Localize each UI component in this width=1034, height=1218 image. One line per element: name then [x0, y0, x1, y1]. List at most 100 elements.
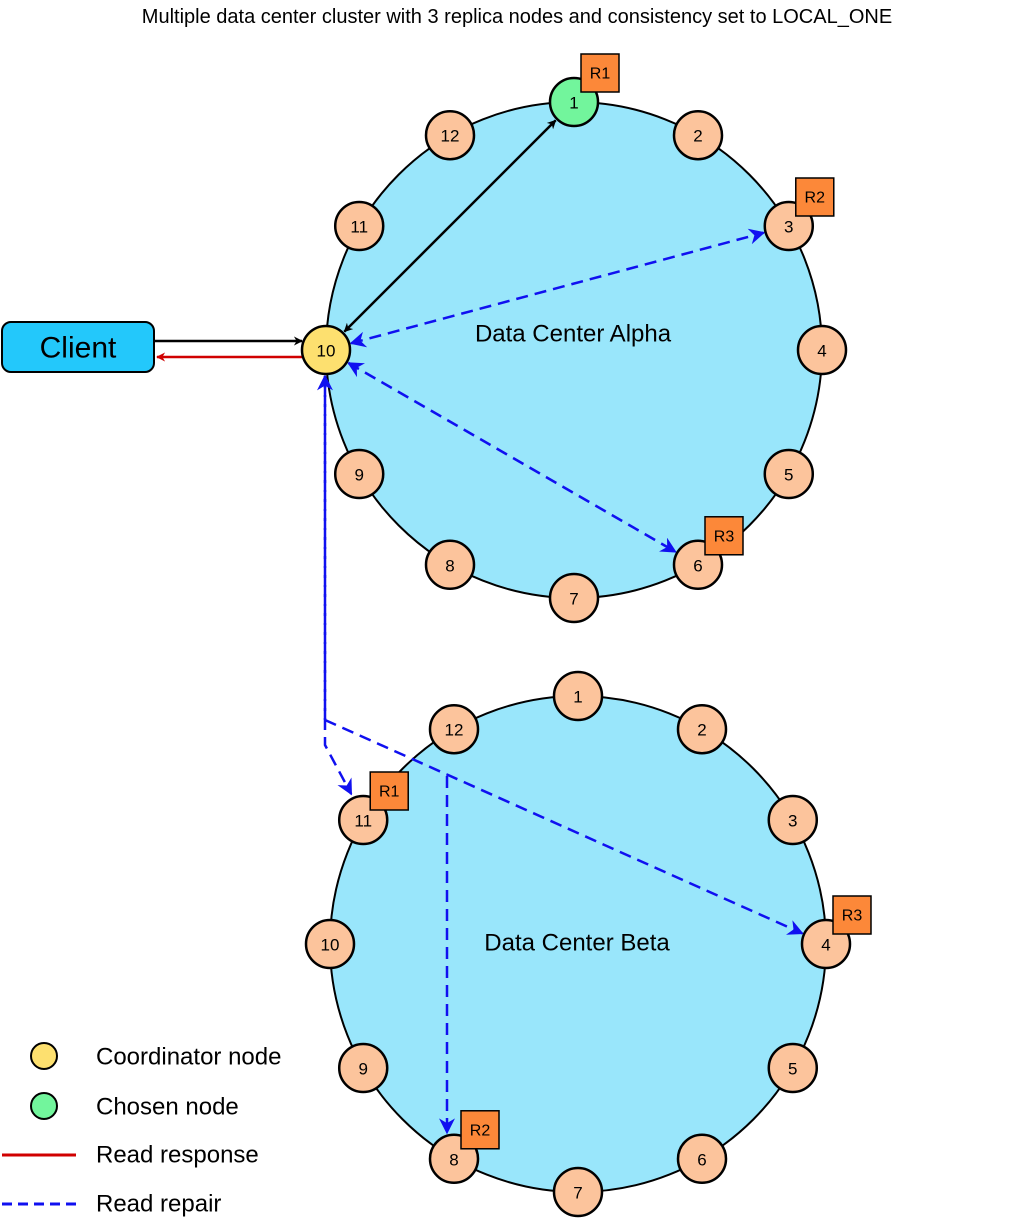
- legend-item-coordinator: Coordinator node: [30, 1042, 281, 1071]
- node-beta-3[interactable]: 3: [767, 794, 819, 846]
- replica-tag-box: [369, 771, 409, 811]
- node-circle: [333, 200, 385, 252]
- node-label: 11: [354, 812, 372, 831]
- node-alpha-5[interactable]: 5: [763, 448, 815, 500]
- client-box[interactable]: Client: [1, 321, 155, 373]
- replica-tag-alpha-r3: R3: [704, 516, 744, 556]
- flow-alpha-10-to-alpha-6: [347, 361, 677, 553]
- legend-item-read-repair: Read repair: [2, 1191, 221, 1218]
- node-label: 10: [317, 342, 336, 361]
- node-label: 4: [817, 342, 826, 361]
- nodes-layer: 123456789101112R1R2R3123456789101112R1R2…: [300, 53, 872, 1218]
- node-beta-6[interactable]: 6: [676, 1133, 728, 1185]
- legend: Coordinator node Chosen node Read respon…: [2, 1042, 281, 1218]
- node-beta-5[interactable]: 5: [767, 1042, 819, 1094]
- node-circle: [333, 448, 385, 500]
- node-beta-10[interactable]: 10: [304, 918, 356, 970]
- node-label: 6: [697, 1150, 706, 1169]
- node-label: 3: [788, 812, 797, 831]
- node-circle: [552, 670, 604, 722]
- client-label: Client: [40, 332, 117, 365]
- node-label: 7: [569, 590, 578, 609]
- node-beta-1[interactable]: 1: [552, 670, 604, 722]
- rings-layer: [325, 101, 827, 1193]
- node-beta-12[interactable]: 12: [428, 703, 480, 755]
- replica-tag-box: [795, 177, 835, 217]
- legend-item-read-response: Read response: [2, 1142, 259, 1169]
- replica-tag-alpha-r2: R2: [795, 177, 835, 217]
- replica-tag-beta-r2: R2: [460, 1110, 500, 1150]
- replica-tag-alpha-r1: R1: [580, 53, 620, 93]
- node-label: 11: [350, 218, 368, 237]
- replica-tag-box: [704, 516, 744, 556]
- replica-tag-box: [832, 895, 872, 935]
- replica-tag-label: R1: [379, 784, 400, 801]
- node-alpha-10[interactable]: 10: [300, 324, 352, 376]
- node-alpha-9[interactable]: 9: [333, 448, 385, 500]
- node-label: 8: [445, 556, 454, 575]
- node-label: 1: [569, 94, 578, 113]
- node-alpha-4[interactable]: 4: [796, 324, 848, 376]
- replica-tag-beta-r3: R3: [832, 895, 872, 935]
- legend-label: Coordinator node: [96, 1044, 281, 1071]
- node-alpha-7[interactable]: 7: [548, 572, 600, 624]
- legend-item-chosen: Chosen node: [30, 1092, 239, 1121]
- legend-label: Read response: [96, 1142, 259, 1169]
- node-circle: [676, 703, 728, 755]
- flow-alpha-10-to-beta-4: [324, 718, 804, 935]
- node-alpha-8[interactable]: 8: [424, 539, 476, 591]
- node-circle: [767, 1042, 819, 1094]
- node-circle: [763, 448, 815, 500]
- node-label: 6: [693, 556, 702, 575]
- node-circle: [424, 109, 476, 161]
- node-alpha-12[interactable]: 12: [424, 109, 476, 161]
- flows-layer: [155, 119, 804, 1135]
- node-label: 4: [821, 936, 830, 955]
- node-circle: [304, 918, 356, 970]
- dc-alpha-label: Data Center Alpha: [475, 321, 672, 348]
- legend-label: Read repair: [96, 1191, 221, 1218]
- replica-tag-label: R2: [470, 1122, 491, 1139]
- node-circle: [552, 1166, 604, 1218]
- diagram-title: Multiple data center cluster with 3 repl…: [141, 6, 893, 28]
- legend-label: Chosen node: [96, 1094, 239, 1121]
- node-label: 9: [354, 466, 363, 485]
- replica-tag-label: R2: [805, 190, 826, 207]
- node-circle: [548, 572, 600, 624]
- coordinator-swatch-icon: [30, 1042, 58, 1070]
- replica-tag-label: R3: [842, 908, 863, 925]
- node-beta-2[interactable]: 2: [676, 703, 728, 755]
- node-circle: [300, 324, 352, 376]
- node-label: 1: [573, 688, 582, 707]
- node-beta-7[interactable]: 7: [552, 1166, 604, 1218]
- node-label: 12: [445, 721, 464, 740]
- node-label: 2: [693, 127, 702, 146]
- node-label: 5: [788, 1060, 797, 1079]
- replica-tag-box: [460, 1110, 500, 1150]
- node-beta-9[interactable]: 9: [337, 1042, 389, 1094]
- node-circle: [767, 794, 819, 846]
- replica-tag-label: R1: [590, 66, 611, 83]
- chosen-swatch-icon: [30, 1092, 58, 1120]
- dc-beta-label: Data Center Beta: [484, 930, 670, 957]
- node-label: 7: [573, 1184, 582, 1203]
- replica-tag-box: [580, 53, 620, 93]
- node-alpha-11[interactable]: 11: [333, 200, 385, 252]
- node-circle: [424, 539, 476, 591]
- node-circle: [672, 109, 724, 161]
- flow-alpha-10-to-alpha-3: [349, 228, 766, 348]
- ring-alpha: [325, 101, 823, 599]
- node-circle: [428, 703, 480, 755]
- node-label: 12: [441, 127, 460, 146]
- node-circle: [796, 324, 848, 376]
- node-label: 10: [321, 936, 340, 955]
- node-label: 5: [784, 466, 793, 485]
- node-label: 9: [358, 1060, 367, 1079]
- replica-tag-label: R3: [714, 528, 735, 545]
- node-alpha-2[interactable]: 2: [672, 109, 724, 161]
- node-circle: [337, 1042, 389, 1094]
- replica-tag-beta-r1: R1: [369, 771, 409, 811]
- node-label: 2: [697, 721, 706, 740]
- node-label: 8: [449, 1150, 458, 1169]
